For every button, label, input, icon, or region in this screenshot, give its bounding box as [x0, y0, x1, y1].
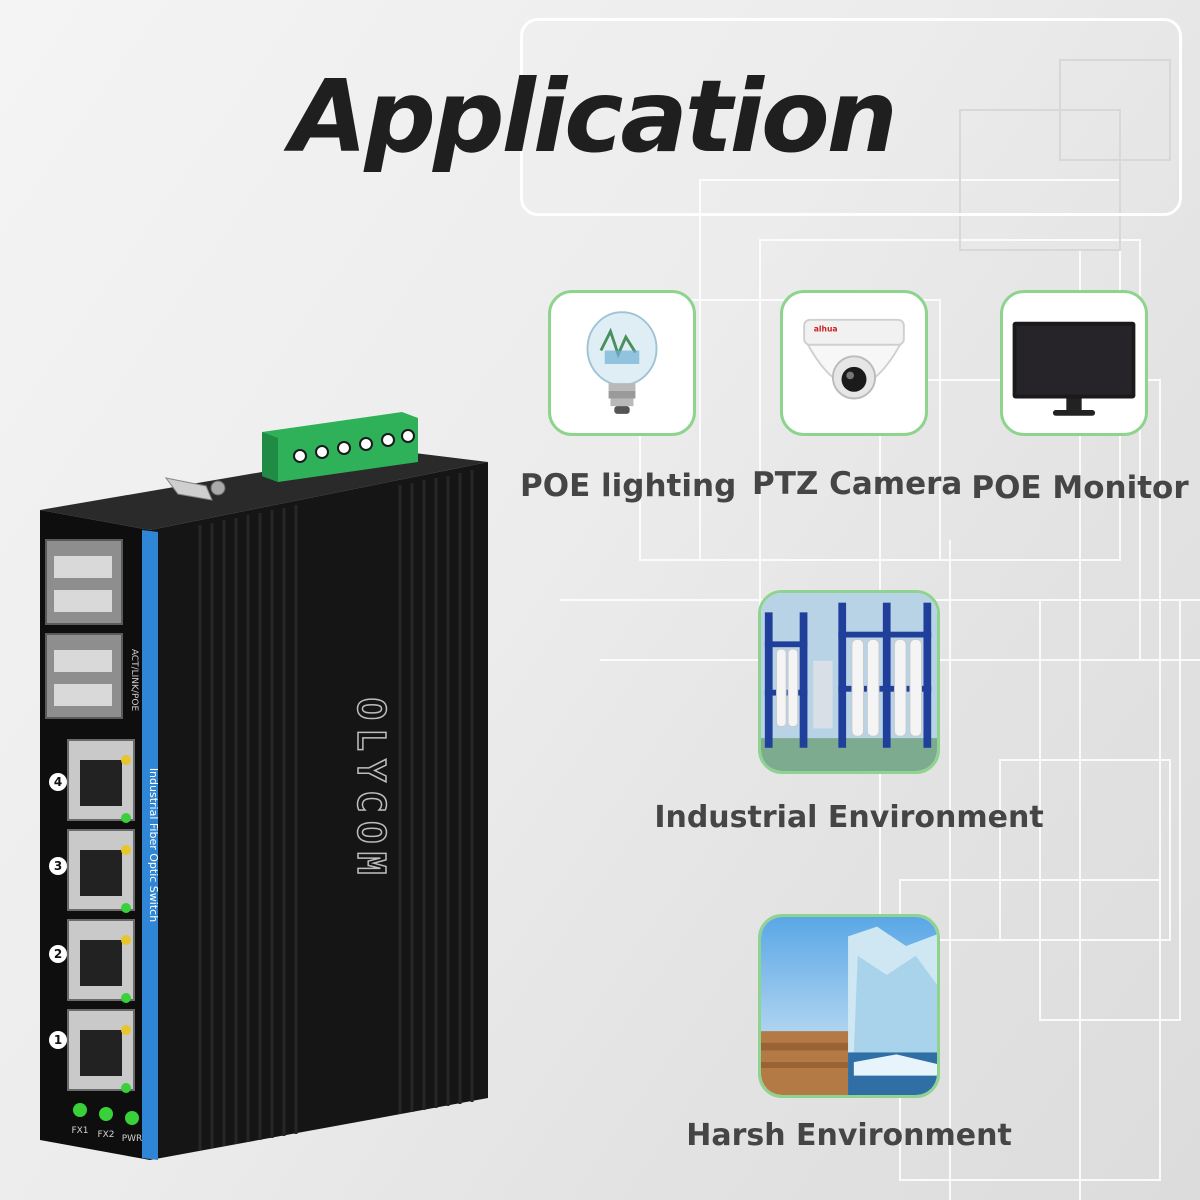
industrial-switch-device: OLYCOM Industrial Fiber Optic Switch ACT… — [40, 412, 488, 1160]
led-label-pwr: PWR — [122, 1134, 143, 1144]
industrial-environment-tile — [758, 590, 940, 774]
sfp-ports — [45, 539, 123, 719]
desert-glacier-image — [761, 917, 937, 1095]
ptz-camera-label: PTZ Camera — [752, 466, 963, 502]
ptz-camera-tile: alhua — [780, 290, 928, 436]
port-number-4: 4 — [54, 775, 62, 789]
poe-lighting-tile — [548, 290, 696, 436]
port-number-1: 1 — [54, 1033, 62, 1047]
led-label-fx1: FX1 — [71, 1126, 88, 1136]
light-bulb-icon — [586, 311, 658, 414]
device-top-face — [40, 450, 488, 530]
page-title: Application — [290, 58, 898, 175]
port-number-2: 2 — [54, 947, 62, 961]
brand-logo: OLYCOM — [349, 697, 393, 882]
header-frame — [520, 18, 1182, 216]
camera-brand: alhua — [814, 324, 838, 333]
device-stripe — [142, 530, 158, 1160]
dome-camera-icon: alhua — [803, 318, 905, 400]
status-leds — [73, 1103, 139, 1125]
industrial-environment-label: Industrial Environment — [654, 800, 1044, 835]
poe-monitor-label: POE Monitor — [971, 470, 1189, 506]
poe-monitor-tile — [1000, 290, 1148, 436]
industrial-plant-image — [761, 593, 937, 771]
port-numbers: 4 3 2 1 — [49, 773, 67, 1049]
device-side-text: Industrial Fiber Optic Switch — [147, 768, 160, 922]
ground-screw — [164, 477, 226, 501]
monitor-icon — [1012, 321, 1136, 416]
port-leds — [121, 755, 131, 1093]
indicator-label: ACT/LINK/POE — [129, 649, 139, 712]
harsh-environment-label: Harsh Environment — [686, 1118, 1012, 1153]
port-number-3: 3 — [54, 859, 62, 873]
poe-lighting-label: POE lighting — [520, 468, 737, 504]
terminal-block — [262, 412, 418, 482]
led-label-fx2: FX2 — [97, 1130, 114, 1140]
harsh-environment-tile — [758, 914, 940, 1098]
